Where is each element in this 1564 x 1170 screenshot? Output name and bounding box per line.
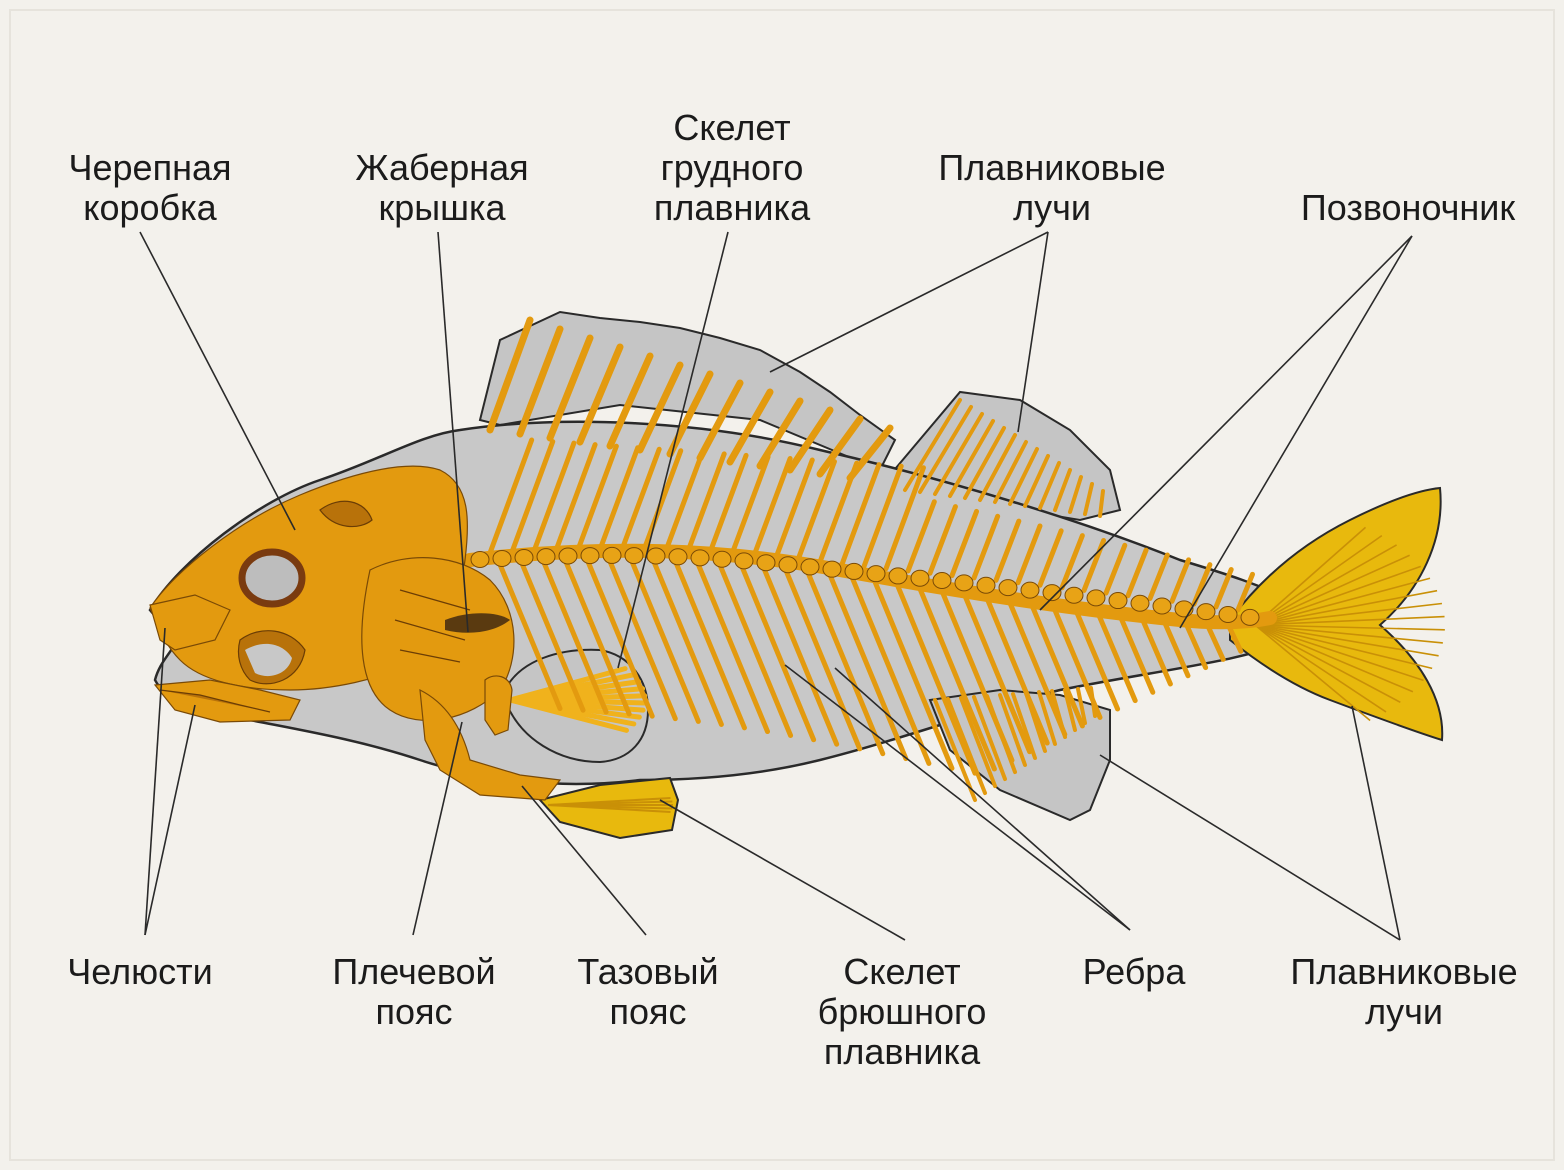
vertebra	[603, 547, 621, 563]
vertebra	[1175, 601, 1193, 617]
vertebra	[1197, 604, 1215, 620]
vertebra	[691, 550, 709, 566]
label-shoulder-girdle: Плечевой пояс	[332, 952, 495, 1032]
vertebra	[977, 577, 995, 593]
vertebra	[493, 550, 511, 566]
label-pectoral-line1: Скелет	[654, 108, 810, 148]
vertebra	[999, 580, 1017, 596]
vertebra	[1087, 590, 1105, 606]
vertebra	[845, 563, 863, 579]
vertebra	[867, 566, 885, 582]
vertebra	[823, 561, 841, 577]
vertebra	[713, 551, 731, 567]
label-ribs-line1: Ребра	[1083, 952, 1186, 992]
label-spine: Позвоночник	[1301, 188, 1515, 228]
label-ribs: Ребра	[1083, 952, 1186, 992]
label-fin-rays-bottom-line1: Плавниковые	[1290, 952, 1517, 992]
label-skull-line1: Черепная	[69, 148, 232, 188]
label-skull-line2: коробка	[69, 188, 232, 228]
vertebra	[933, 573, 951, 589]
vertebra	[669, 549, 687, 565]
vertebra	[647, 548, 665, 564]
label-pectoral-line2: грудного	[654, 148, 810, 188]
vertebra	[581, 548, 599, 564]
vertebra	[911, 570, 929, 586]
label-pelvic-fin-line1: Скелет	[818, 952, 987, 992]
label-pelvic-fin-line3: плавника	[818, 1032, 987, 1072]
vertebra	[471, 552, 489, 568]
vertebra	[537, 549, 555, 565]
label-jaws: Челюсти	[67, 952, 212, 992]
vertebra	[735, 553, 753, 569]
vertebra	[1219, 607, 1237, 623]
label-pectoral-line3: плавника	[654, 188, 810, 228]
vertebra	[1131, 595, 1149, 611]
label-pelvic-girdle-line2: пояс	[577, 992, 718, 1032]
label-pelvic-girdle-line1: Тазовый	[577, 952, 718, 992]
label-gill-cover-line2: крышка	[355, 188, 528, 228]
label-gill-cover: Жаберная крышка	[355, 148, 528, 228]
vertebra	[1153, 598, 1171, 614]
vertebra	[955, 575, 973, 591]
label-fin-rays-bottom: Плавниковые лучи	[1290, 952, 1517, 1032]
vertebra	[801, 559, 819, 575]
label-fin-rays-bottom-line2: лучи	[1290, 992, 1517, 1032]
vertebra	[757, 555, 775, 571]
label-fin-rays-top-line1: Плавниковые	[938, 148, 1165, 188]
vertebra	[1021, 582, 1039, 598]
vertebra	[889, 568, 907, 584]
vertebra	[1109, 593, 1127, 609]
label-spine-line1: Позвоночник	[1301, 188, 1515, 228]
label-gill-cover-line1: Жаберная	[355, 148, 528, 188]
vertebra	[559, 548, 577, 564]
vertebra	[515, 549, 533, 565]
label-skull: Черепная коробка	[69, 148, 232, 228]
vertebra	[1241, 609, 1259, 625]
label-fin-rays-top: Плавниковые лучи	[938, 148, 1165, 228]
vertebra	[779, 557, 797, 573]
label-fin-rays-top-line2: лучи	[938, 188, 1165, 228]
vertebra	[625, 548, 643, 564]
label-jaws-line1: Челюсти	[67, 952, 212, 992]
vertebra	[1065, 587, 1083, 603]
label-pelvic-fin-line2: брюшного	[818, 992, 987, 1032]
label-shoulder-line1: Плечевой	[332, 952, 495, 992]
label-pelvic-fin-skeleton: Скелет брюшного плавника	[818, 952, 987, 1072]
label-pectoral-fin-skeleton: Скелет грудного плавника	[654, 108, 810, 228]
label-pelvic-girdle: Тазовый пояс	[577, 952, 718, 1032]
label-shoulder-line2: пояс	[332, 992, 495, 1032]
